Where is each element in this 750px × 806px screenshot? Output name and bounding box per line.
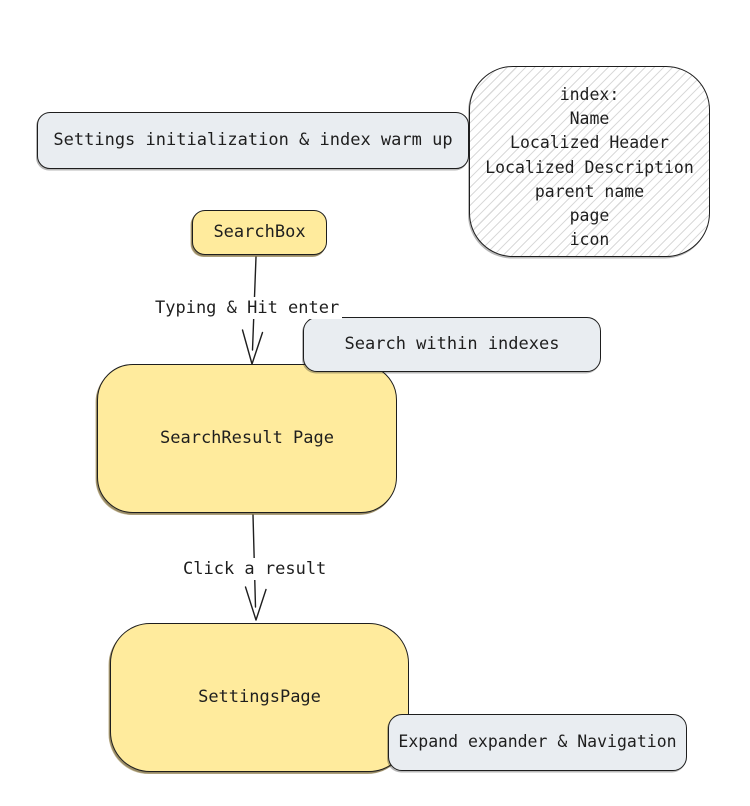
node-settings-init-warmup[interactable]: Settings initialization & index warm up [37,112,469,169]
index-note-line: Name [569,109,610,129]
node-index-fields-note[interactable]: index: Name Localized Header Localized D… [469,66,710,257]
index-note-line: page [569,206,610,226]
arrow-click-result-head [244,586,267,621]
node-label: Expand expander & Navigation [398,732,677,752]
node-label: SettingsPage [198,686,321,707]
node-expand-expander-navigation[interactable]: Expand expander & Navigation [388,714,687,771]
node-label: SearchResult Page [160,427,334,448]
node-label: SearchBox [213,221,306,242]
node-label: Search within indexes [344,333,560,354]
edge-label-typing-hit-enter: Typing & Hit enter [152,297,343,319]
index-note-line: index: [559,85,620,104]
index-note-line: parent name [534,181,645,201]
arrow-typing-enter-head [241,329,264,365]
node-searchbox[interactable]: SearchBox [192,210,327,255]
node-search-within-indexes[interactable]: Search within indexes [303,317,601,372]
node-searchresult-page[interactable]: SearchResult Page [97,364,397,513]
index-note-line: Localized Header [510,133,669,153]
index-note-line: icon [569,230,610,250]
node-label: Settings initialization & index warm up [53,129,453,150]
node-settingspage[interactable]: SettingsPage [110,623,409,772]
index-note-line: Localized Description [485,157,694,177]
edge-label-click-a-result: Click a result [180,558,330,580]
